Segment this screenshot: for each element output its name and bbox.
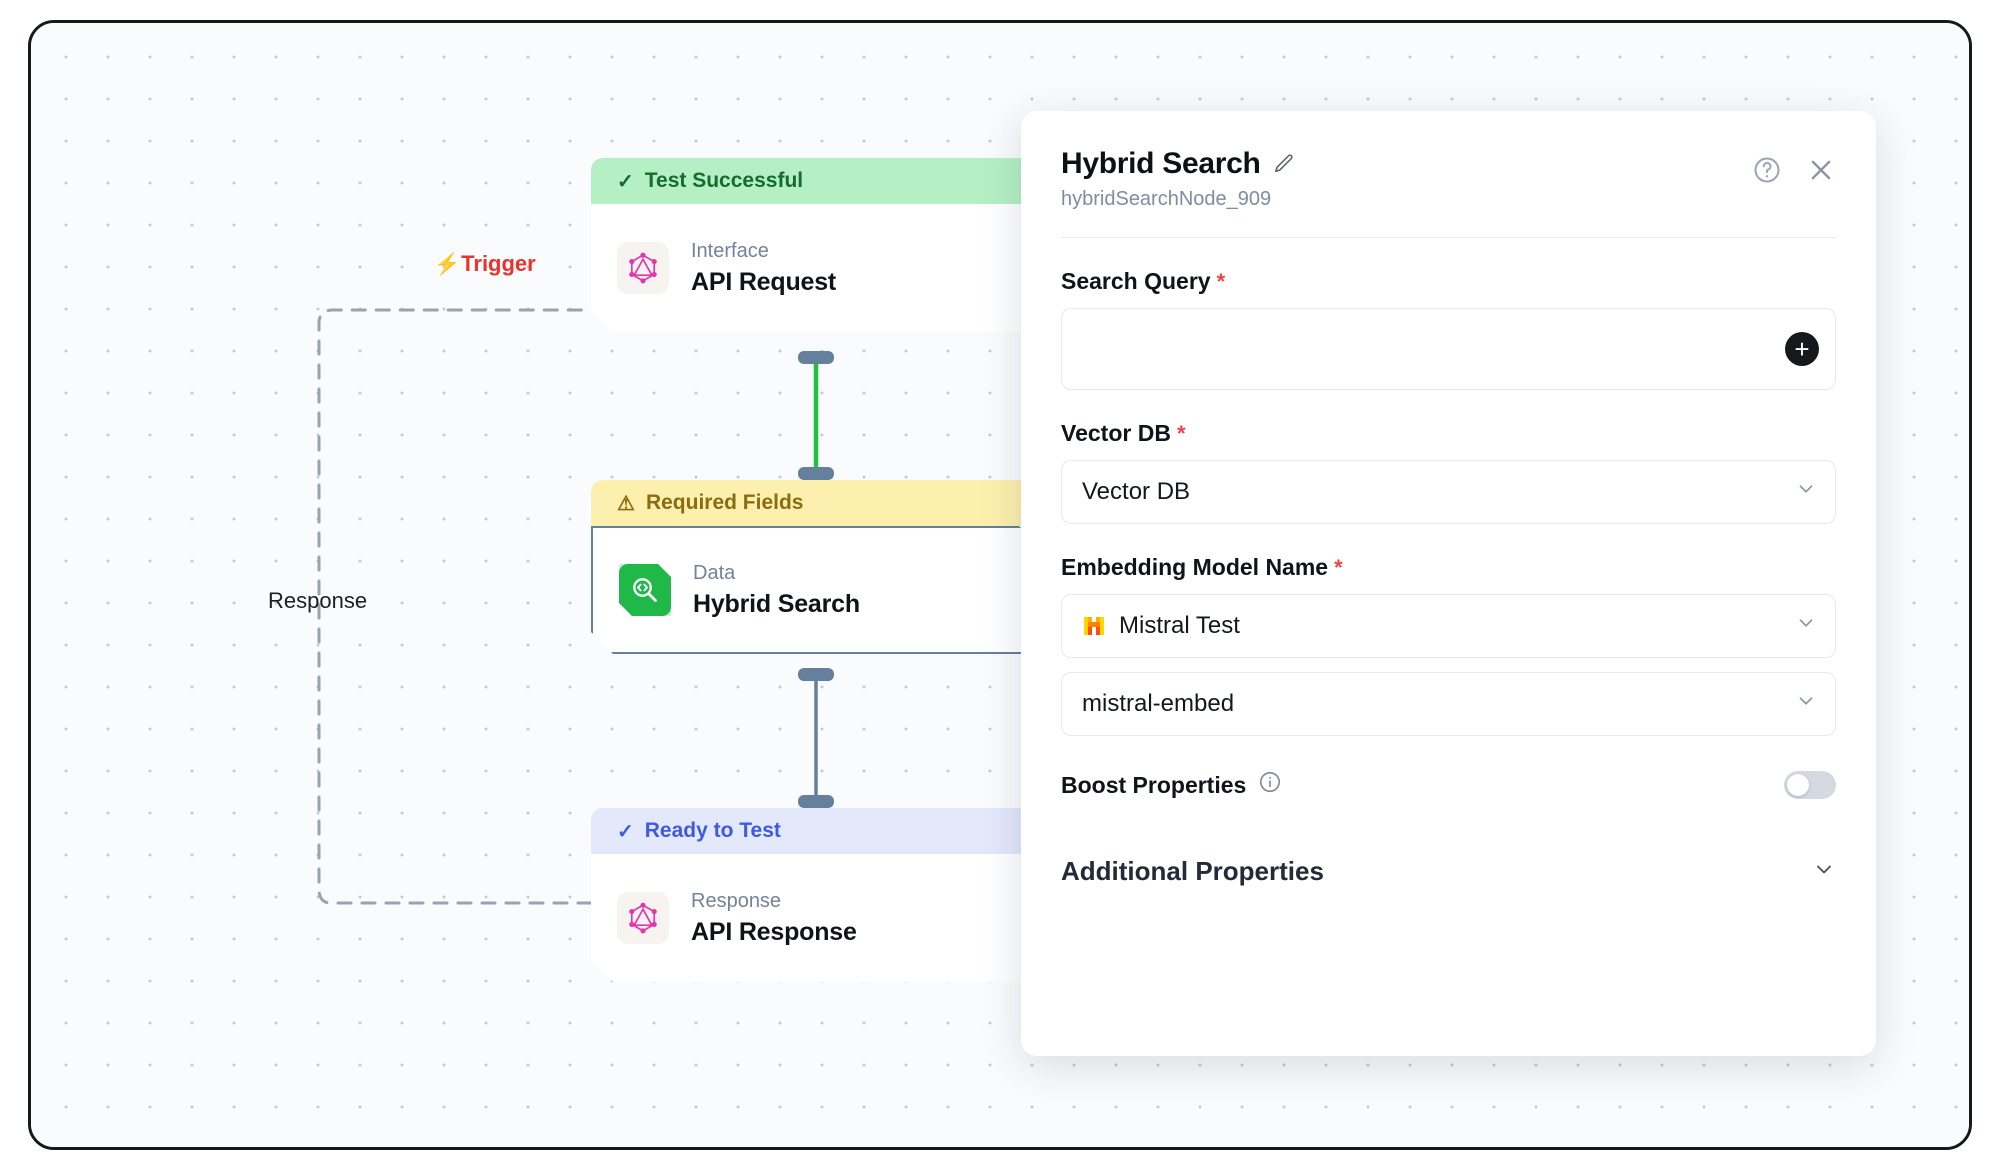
chevron-down-icon bbox=[1795, 612, 1817, 641]
search-query-input-wrap[interactable]: + bbox=[1061, 308, 1836, 390]
port-response-in[interactable] bbox=[798, 795, 834, 808]
required-marker: * bbox=[1176, 420, 1186, 446]
required-marker: * bbox=[1334, 554, 1343, 580]
boost-properties-label: Boost Properties bbox=[1061, 770, 1282, 800]
app-window: ⚡Trigger Response ✓ Test Successful bbox=[28, 20, 1972, 1150]
node-kind: Data bbox=[693, 561, 736, 584]
field-boost-properties: Boost Properties bbox=[1061, 770, 1836, 800]
boost-properties-toggle[interactable] bbox=[1784, 771, 1836, 799]
panel-header: Hybrid Search hybridSearchNode_909 bbox=[1061, 147, 1836, 211]
node-id-label: hybridSearchNode_909 bbox=[1061, 188, 1272, 210]
node-api-response[interactable]: ✓ Ready to Test bbox=[591, 808, 1041, 982]
warning-triangle-icon: ⚠ bbox=[617, 492, 635, 515]
node-kind: Response bbox=[691, 889, 782, 912]
vector-db-label: Vector DB * bbox=[1061, 420, 1186, 446]
field-search-query: Search Query * + bbox=[1061, 268, 1836, 390]
embedding-model-label: Embedding Model Name * bbox=[1061, 554, 1343, 580]
vector-db-value: Vector DB bbox=[1082, 478, 1191, 505]
node-body[interactable]: Response API Response bbox=[591, 854, 1041, 982]
port-hybrid-in[interactable] bbox=[798, 467, 834, 480]
node-title: Hybrid Search bbox=[693, 589, 860, 618]
check-icon: ✓ bbox=[617, 170, 634, 193]
node-status-label: Test Successful bbox=[644, 169, 804, 192]
node-settings-panel: Hybrid Search hybridSearchNode_909 bbox=[1021, 111, 1876, 1056]
port-hybrid-out[interactable] bbox=[798, 668, 834, 681]
lightning-bolt-icon: ⚡ bbox=[434, 253, 461, 276]
chevron-down-icon bbox=[1795, 690, 1817, 719]
help-circle-icon[interactable] bbox=[1752, 155, 1782, 185]
mistral-logo-icon bbox=[1082, 614, 1106, 638]
embedding-model-value: mistral-embed bbox=[1082, 690, 1235, 717]
additional-properties-label: Additional Properties bbox=[1061, 856, 1324, 886]
embedding-connection-value: Mistral Test bbox=[1119, 612, 1240, 639]
info-circle-icon[interactable] bbox=[1258, 770, 1282, 800]
toggle-knob bbox=[1787, 774, 1809, 796]
field-vector-db: Vector DB * Vector DB bbox=[1061, 420, 1836, 524]
chevron-down-icon bbox=[1795, 478, 1817, 507]
edge-label-trigger: ⚡Trigger bbox=[434, 251, 536, 276]
required-marker: * bbox=[1216, 268, 1226, 294]
node-status-bar: ✓ Test Successful bbox=[591, 158, 1041, 204]
node-status-label: Required Fields bbox=[645, 491, 804, 514]
node-title: API Response bbox=[691, 917, 857, 946]
node-status-bar: ✓ Ready to Test bbox=[591, 808, 1041, 854]
node-body[interactable]: Data Hybrid Search bbox=[591, 526, 1041, 654]
hybrid-search-icon bbox=[619, 564, 671, 616]
node-kind: Interface bbox=[691, 239, 769, 262]
graphql-icon bbox=[617, 242, 669, 294]
search-query-label: Search Query * bbox=[1061, 268, 1226, 294]
graphql-icon bbox=[617, 892, 669, 944]
vector-db-select[interactable]: Vector DB bbox=[1061, 460, 1836, 524]
field-embedding-model: Embedding Model Name * bbox=[1061, 554, 1836, 736]
node-api-request[interactable]: ✓ Test Successful bbox=[591, 158, 1041, 332]
embedding-connection-select[interactable]: Mistral Test bbox=[1061, 594, 1836, 658]
edge-label-response: Response bbox=[268, 588, 368, 613]
panel-divider bbox=[1061, 237, 1836, 238]
add-variable-button[interactable]: + bbox=[1785, 332, 1819, 366]
close-icon[interactable] bbox=[1806, 155, 1836, 185]
node-title: API Request bbox=[691, 267, 837, 296]
page-title: Hybrid Search bbox=[1061, 147, 1261, 180]
pencil-icon[interactable] bbox=[1273, 153, 1295, 175]
check-icon: ✓ bbox=[617, 820, 634, 843]
node-status-bar: ⚠ Required Fields bbox=[591, 480, 1041, 526]
embedding-model-select[interactable]: mistral-embed bbox=[1061, 672, 1836, 736]
node-status-label: Ready to Test bbox=[644, 819, 781, 842]
port-request-out[interactable] bbox=[798, 351, 834, 364]
node-hybrid-search[interactable]: ⚠ Required Fields Data Hybrid Search bbox=[591, 480, 1041, 654]
chevron-down-icon[interactable] bbox=[1812, 857, 1836, 886]
node-body[interactable]: Interface API Request bbox=[591, 204, 1041, 332]
additional-properties-accordion[interactable]: Additional Properties bbox=[1061, 856, 1836, 887]
